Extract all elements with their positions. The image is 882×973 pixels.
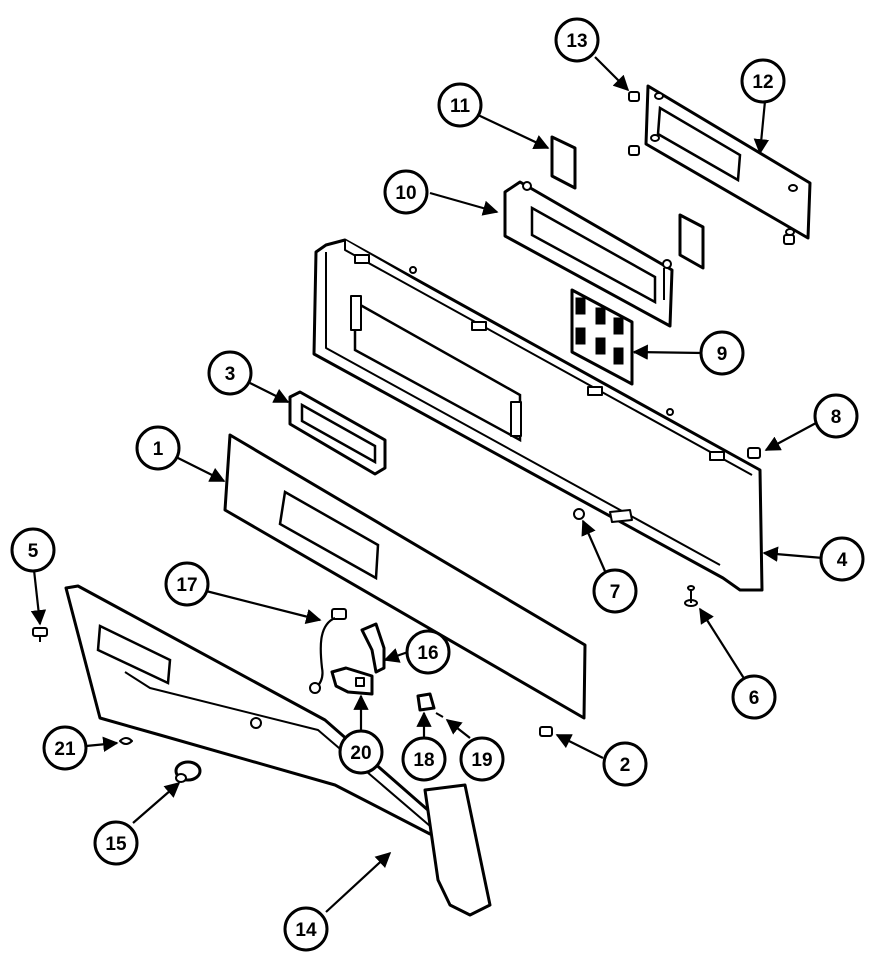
callout-14: 14 (283, 906, 329, 952)
part-10-bracket (503, 180, 674, 328)
callout-number: 4 (837, 550, 848, 571)
part-8-screw (747, 447, 761, 459)
callout-circle (135, 425, 181, 471)
part-12-plate (644, 84, 812, 240)
callout-number: 11 (450, 96, 471, 117)
callout-circle (554, 17, 600, 63)
callout-number: 1 (153, 439, 164, 460)
callout-circle (740, 58, 786, 104)
callout-number: 16 (417, 643, 438, 664)
callout-number: 12 (752, 72, 773, 93)
callout-17: 17 (164, 561, 210, 607)
part-6-bolt (684, 585, 698, 607)
callout-circle (42, 725, 88, 771)
callout-circle (731, 674, 777, 720)
callout-12: 12 (740, 58, 786, 104)
part-20-bracket (330, 666, 374, 696)
part-7-screw (573, 508, 585, 520)
callout-circle (383, 169, 429, 215)
callout-3: 3 (207, 350, 253, 396)
callout-circle (10, 527, 56, 573)
callout-11: 11 (437, 82, 483, 128)
part-17-wire (309, 608, 347, 694)
callout-number: 9 (717, 344, 728, 365)
callout-9: 9 (699, 330, 745, 376)
callout-circle (207, 350, 253, 396)
callout-circle (405, 629, 451, 675)
callout-8: 8 (813, 393, 859, 439)
callout-number: 17 (176, 575, 197, 596)
callout-circle (602, 741, 648, 787)
callout-16: 16 (405, 629, 451, 675)
callout-number: 14 (295, 920, 317, 941)
part-5-screw (32, 627, 48, 642)
part-2-screw (539, 726, 553, 737)
callout-circle (401, 736, 447, 782)
part-21-clip (119, 737, 133, 745)
callout-circle (437, 82, 483, 128)
callout-number: 2 (620, 755, 631, 776)
callout-2: 2 (602, 741, 648, 787)
part-16-bracket (360, 622, 386, 674)
callout-20: 20 (338, 729, 384, 775)
part-1-overlay (223, 433, 587, 720)
part-13-nuts (628, 91, 795, 245)
callout-circle (813, 393, 859, 439)
part-3-lens (288, 390, 387, 476)
callout-number: 7 (610, 582, 621, 603)
callout-number: 3 (225, 364, 236, 385)
callout-number: 10 (395, 183, 416, 204)
callout-number: 5 (28, 541, 39, 562)
callout-7: 7 (592, 568, 638, 614)
callout-circle (459, 736, 505, 782)
callout-number: 13 (566, 31, 587, 52)
part-4-housing (312, 238, 764, 592)
callout-18: 18 (401, 736, 447, 782)
callout-circle (338, 729, 384, 775)
callout-6: 6 (731, 674, 777, 720)
callout-circle (592, 568, 638, 614)
callout-number: 19 (471, 750, 492, 771)
callout-circle (93, 820, 139, 866)
callout-5: 5 (10, 527, 56, 573)
callout-number: 20 (350, 743, 371, 764)
callout-15: 15 (93, 820, 139, 866)
callout-10: 10 (383, 169, 429, 215)
leader-lines (30, 56, 824, 913)
callout-number: 6 (749, 688, 760, 709)
part-14-bezel (64, 584, 492, 917)
callout-1: 1 (135, 425, 181, 471)
part-15-knob (174, 760, 202, 783)
callout-circle (819, 536, 865, 582)
callout-circle (699, 330, 745, 376)
callout-19: 19 (459, 736, 505, 782)
part-11-pads (550, 135, 705, 270)
part-18-clip (416, 692, 436, 712)
callout-number: 21 (54, 739, 76, 760)
callout-circle (164, 561, 210, 607)
callout-13: 13 (554, 17, 600, 63)
callout-number: 8 (831, 407, 842, 428)
part-9-switch-module (570, 288, 634, 386)
callout-circle (283, 906, 329, 952)
callout-21: 21 (42, 725, 88, 771)
part-19-pin (435, 712, 444, 718)
callout-number: 18 (413, 750, 434, 771)
callout-number: 15 (105, 834, 127, 855)
callout-4: 4 (819, 536, 865, 582)
